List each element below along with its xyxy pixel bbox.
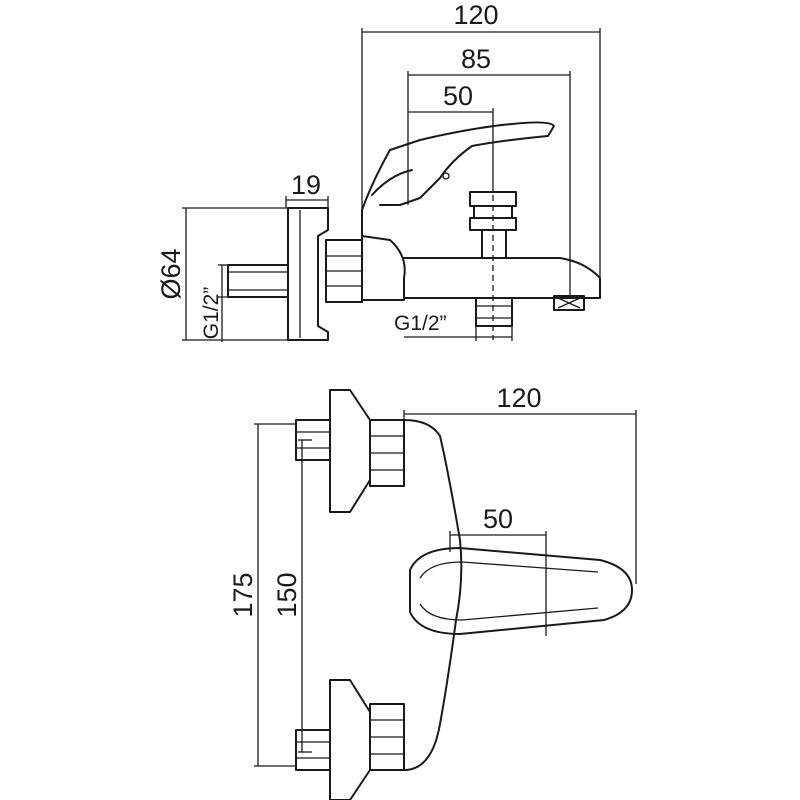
dim-50-front: 50 bbox=[449, 504, 547, 636]
dim-50-front-label: 50 bbox=[483, 504, 513, 534]
dim-150: 150 bbox=[272, 439, 312, 753]
dim-85: 85 bbox=[407, 44, 571, 296]
dim-g12-outlet: G1/2” bbox=[394, 312, 513, 341]
dim-120-side: 120 bbox=[361, 0, 601, 280]
dim-120-front-label: 120 bbox=[496, 383, 541, 413]
upper-hex-nut bbox=[369, 419, 405, 487]
dim-120-front: 120 bbox=[403, 383, 637, 584]
upper-inlet bbox=[295, 389, 371, 513]
dim-19-label: 19 bbox=[291, 170, 321, 200]
mixer-body bbox=[361, 121, 601, 301]
dim-dia-64: Ø64 bbox=[156, 207, 288, 341]
front-body bbox=[403, 419, 463, 771]
lower-hex-nut bbox=[369, 703, 405, 771]
dim-dia-64-label: Ø64 bbox=[156, 248, 186, 299]
diverter-knob bbox=[469, 185, 517, 340]
spout-aerator bbox=[553, 295, 585, 311]
dim-19: 19 bbox=[285, 170, 329, 208]
hex-nut bbox=[325, 239, 363, 303]
inlet-thread-pipe bbox=[227, 264, 289, 298]
front-lever bbox=[409, 547, 633, 635]
dim-150-label: 150 bbox=[272, 572, 302, 617]
outlet-thread bbox=[475, 297, 513, 327]
dim-50-side: 50 bbox=[408, 81, 494, 185]
dim-g12-inlet: G1/2” bbox=[200, 264, 228, 342]
lower-inlet bbox=[295, 679, 371, 800]
wall-flange bbox=[287, 207, 329, 341]
dim-175-label: 175 bbox=[228, 572, 258, 617]
dim-120-side-label: 120 bbox=[453, 0, 498, 30]
dim-g12-outlet-label: G1/2” bbox=[394, 312, 447, 335]
dim-50-side-label: 50 bbox=[443, 81, 473, 111]
dim-85-label: 85 bbox=[461, 44, 491, 74]
dim-g12-inlet-label: G1/2” bbox=[200, 287, 223, 340]
side-view: 120 85 50 19 Ø64 bbox=[156, 0, 601, 342]
front-view: 120 50 175 150 bbox=[228, 383, 637, 800]
dim-175: 175 bbox=[228, 423, 296, 767]
